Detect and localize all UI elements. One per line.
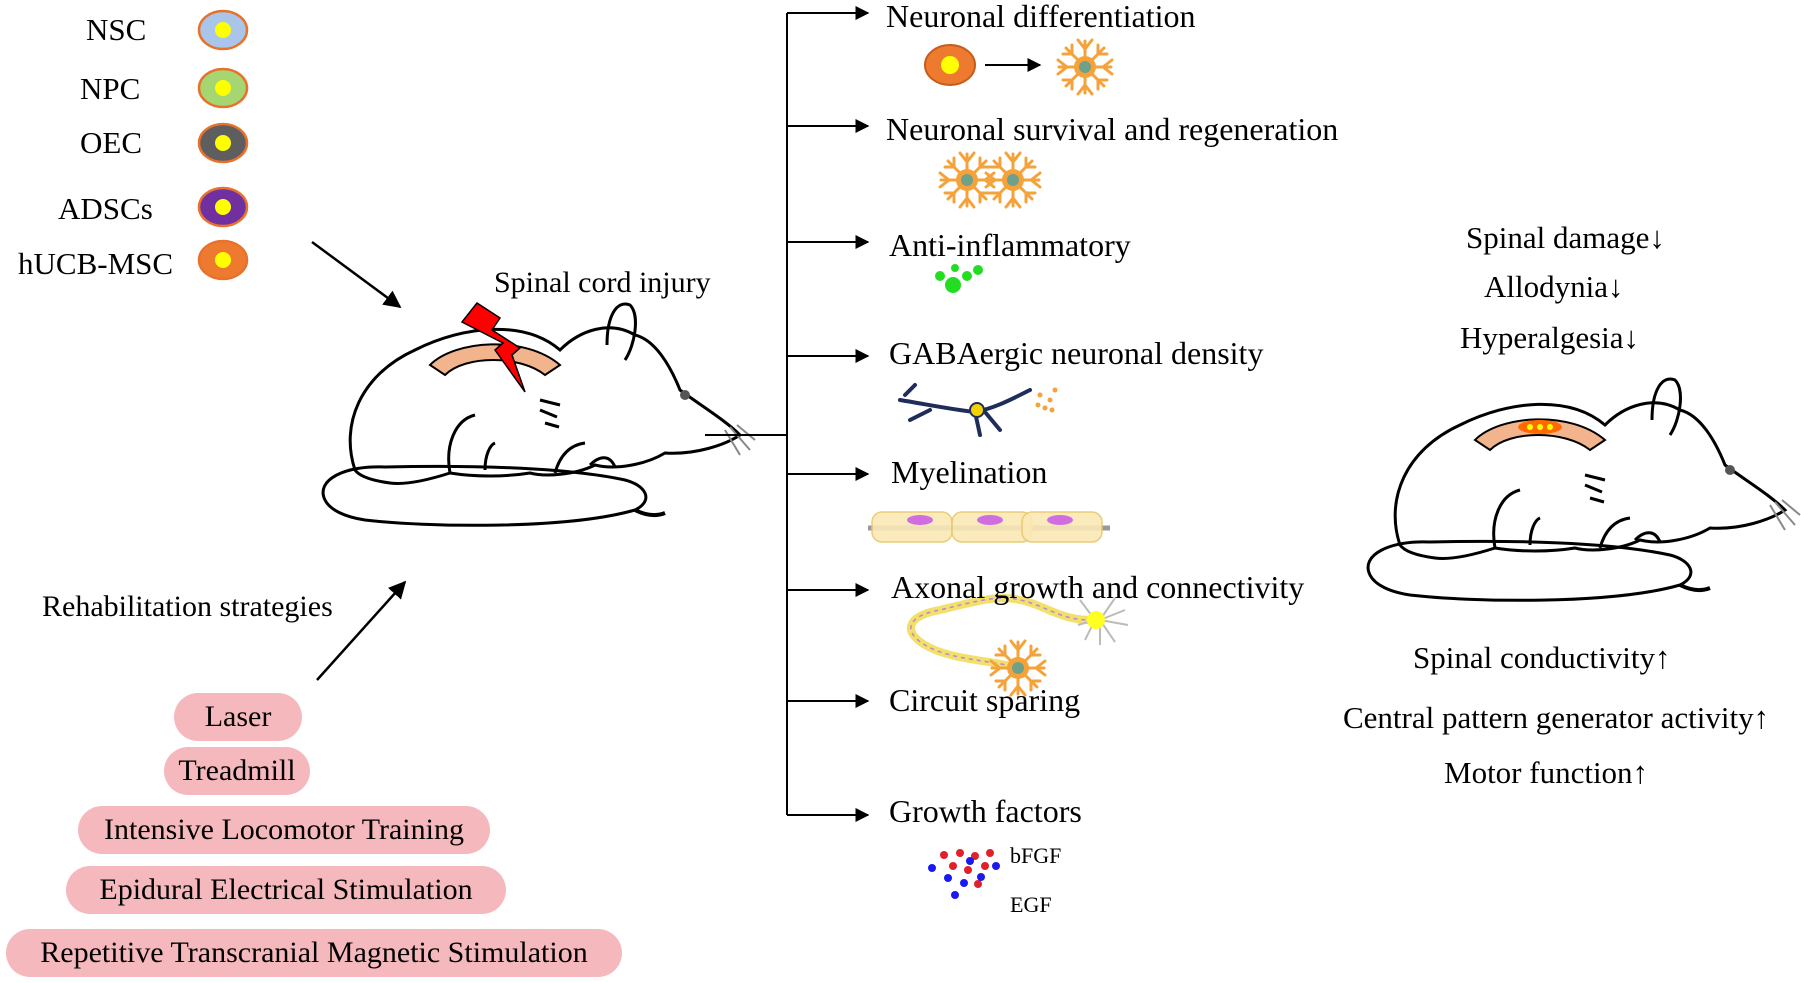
outcome-cpg-activity: Central pattern generator activity↑ (1343, 700, 1770, 735)
gaba-vesicles-icon (1035, 387, 1058, 413)
down-arrow-icon: ↓ (1623, 320, 1640, 355)
legend-label-oec: OEC (80, 125, 142, 160)
outcome-spinal-damage: Spinal damage↓ (1466, 220, 1665, 255)
down-arrow-icon: ↓ (1608, 269, 1624, 304)
neuron-pair-icon (938, 151, 1042, 209)
effect-branch-tree (705, 13, 788, 815)
effect-growth-factors: Growth factors (889, 793, 1082, 829)
effect-myelination: Myelination (891, 454, 1048, 490)
legend-label-adscs: ADSCs (58, 191, 153, 226)
outcome-allodynia: Allodynia↓ (1484, 269, 1624, 304)
nsc-cell-icon (197, 9, 249, 51)
effect-gabaergic-density: GABAergic neuronal density (889, 335, 1264, 371)
up-arrow-icon: ↑ (1753, 700, 1770, 735)
rehab-title: Rehabilitation strategies (42, 590, 333, 623)
oec-cell-icon (197, 122, 249, 164)
hucb-msc-cell-icon (197, 239, 249, 281)
rehab-to-rat-arrow (316, 580, 407, 681)
legend-label-hucb-msc: hUCB-MSC (18, 246, 174, 281)
lightning-icon (460, 301, 526, 393)
up-arrow-icon: ↑ (1654, 640, 1671, 675)
rehab-pill-rtms: Repetitive Transcranial Magnetic Stimula… (6, 929, 622, 977)
anti-inflammatory-dots-icon (935, 264, 983, 293)
outcome-hyperalgesia: Hyperalgesia↓ (1460, 320, 1640, 355)
effect-arrows (787, 6, 870, 822)
legend-label-npc: NPC (80, 71, 141, 106)
legend-cell-icons (197, 9, 249, 281)
injured-rat-icon (321, 302, 757, 528)
effect-circuit-sparing: Circuit sparing (889, 682, 1081, 718)
legend-label-nsc: NSC (86, 12, 147, 47)
adscs-cell-icon (197, 186, 249, 228)
axonal-growth-icon (907, 594, 1129, 697)
outcome-motor-function: Motor function↑ (1444, 755, 1649, 790)
growth-factor-egf: EGF (1010, 892, 1052, 917)
down-arrow-icon: ↓ (1649, 220, 1665, 255)
rehab-pill-laser: Laser (174, 693, 302, 741)
effect-neuronal-survival: Neuronal survival and regeneration (886, 111, 1339, 147)
npc-cell-icon (197, 67, 249, 109)
injury-label: Spinal cord injury (494, 266, 711, 299)
rehab-pill-treadmill: Treadmill (164, 747, 310, 795)
gabaergic-neuron-icon (898, 383, 1032, 437)
rehab-pill-epidural: Epidural Electrical Stimulation (66, 866, 506, 914)
outcome-spinal-conductivity: Spinal conductivity↑ (1413, 640, 1671, 675)
rehab-pill-locomotor: Intensive Locomotor Training (78, 806, 490, 854)
growth-factor-bfgf: bFGF (1010, 843, 1062, 868)
differentiation-icon (924, 38, 1114, 96)
effect-axonal-growth: Axonal growth and connectivity (891, 569, 1305, 605)
effect-anti-inflammatory: Anti-inflammatory (889, 227, 1131, 263)
effect-neuronal-differentiation: Neuronal differentiation (886, 0, 1196, 34)
cells-to-rat-arrow (311, 240, 402, 309)
recovered-rat-icon (1366, 377, 1801, 603)
growth-factor-dots-icon (928, 849, 1000, 899)
myelin-sheath-icon (868, 511, 1110, 543)
up-arrow-icon: ↑ (1632, 755, 1649, 790)
